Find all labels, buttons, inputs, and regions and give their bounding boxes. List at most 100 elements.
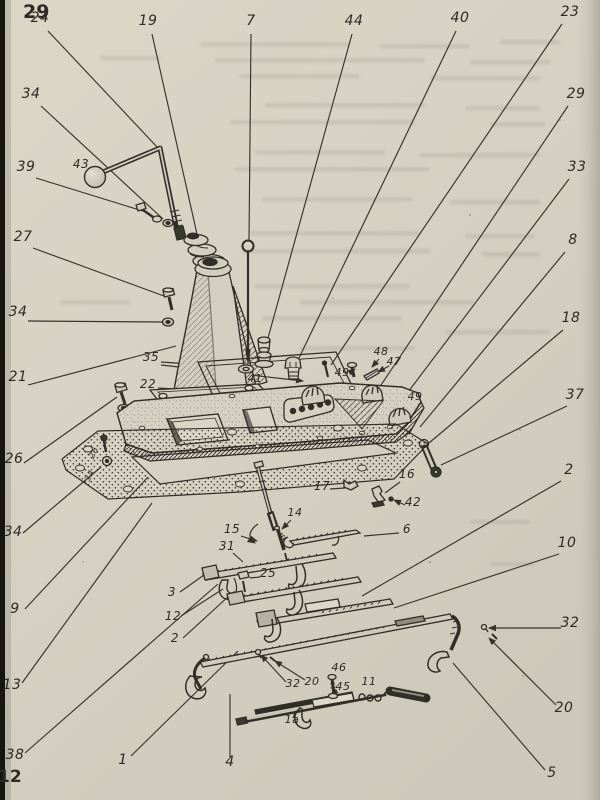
part-label-19: 19 [139,13,158,29]
part-label-12: 12 [165,609,181,623]
part-label-5: 5 [547,765,556,781]
part-label-27: 27 [14,229,33,245]
part-label-34: 34 [83,468,97,483]
part-label-41: 41 [248,372,263,385]
bolt-49-left [346,361,358,378]
detent-pin-23 [321,360,330,378]
part-label-17: 17 [314,479,330,493]
leader-line-40 [298,30,457,359]
part-label-21: 21 [9,369,28,385]
leader-line-14 [281,519,292,530]
leader-line-3 [179,574,205,593]
part-label-7: 7 [246,13,255,29]
part-label-43: 43 [73,157,89,171]
selector-rail-10 [255,598,395,643]
leader-line-13 [21,502,153,684]
leader-line-23 [330,23,563,366]
pin-20-right [491,633,498,640]
part-label-45: 45 [336,680,351,693]
part-label-22: 22 [140,377,156,391]
part-label-3: 3 [168,585,176,599]
gear-lever [83,145,187,241]
leader-line-17 [329,487,346,490]
page-left-edge [0,0,5,800]
leader-line-2 [361,480,562,597]
part-label-26: 26 [87,445,101,460]
selector-shaft [246,460,289,566]
tower-stud-and-nut [161,287,176,327]
leader-line-34 [27,320,163,323]
bleedthrough-text [60,40,560,566]
detent-block-25 [237,570,250,593]
curved-arrow [246,523,259,544]
part-label-34: 34 [9,304,28,320]
part-label-24: 24 [31,10,50,26]
leader-line-10 [393,553,560,609]
part-label-49: 49 [408,390,423,403]
leader-line-39 [35,177,147,213]
detent-bolt-32-left [254,648,262,659]
part-label-2: 2 [564,462,573,478]
leader-line-20 [274,660,306,681]
leader-line-20 [488,637,557,706]
part-label-37: 37 [566,387,585,403]
leader-line-24 [47,30,159,149]
leader-line-21 [27,345,177,386]
part-label-16: 16 [399,467,415,481]
leader-line-18 [428,329,564,444]
leader-line-34 [40,105,164,220]
part-label-1: 1 [118,752,127,768]
leader-line-6 [363,532,400,537]
part-label-44: 44 [345,13,364,29]
part-label-26: 26 [5,451,24,467]
part-label-47: 47 [387,355,402,368]
leader-line-12 [180,588,224,617]
part-label-34: 34 [22,86,41,102]
part-label-9: 9 [10,601,19,617]
part-label-39: 39 [17,159,36,175]
page-right-shadow [576,0,600,800]
leader-line-2 [182,594,231,639]
part-label-20: 20 [305,675,320,688]
leader-line-8 [419,251,566,428]
page-number-bottom: 12 [0,767,22,787]
lever-ball-knob [83,165,107,189]
oil-level-rod [241,239,255,363]
part-label-48: 48 [374,345,389,358]
leader-line-47 [377,365,390,373]
selector-rail-long [185,613,498,700]
lower-rod-assembly [235,673,431,730]
leader-line-27 [32,247,165,297]
pin-20-left [269,656,276,662]
part-label-23: 23 [561,4,580,20]
leader-line-1 [130,650,239,757]
part-label-32: 32 [561,615,580,631]
flat-washer-41 [237,364,255,374]
part-label-25: 25 [260,566,276,580]
selector-rail-3 [201,552,338,591]
leader-line-26 [23,396,118,464]
leader-line-5 [452,662,546,771]
part-label-35: 35 [143,350,159,364]
fitting-16 [371,485,387,508]
page-number-top: 29 [23,1,49,23]
right-fork-5 [427,614,461,673]
link-18-37 [418,438,442,478]
selector-rail-2 [226,576,363,616]
leader-line-19 [151,33,200,244]
bushing-cup [254,336,274,369]
leader-line-25 [249,576,261,579]
lever-pivot-bolt-washers [135,201,174,228]
part-label-33: 33 [568,159,587,175]
part-label-49: 49 [335,366,350,379]
leader-line-29 [378,105,569,389]
ribbed-gate-humps [301,384,412,427]
part-label-32: 32 [286,677,301,690]
leader-line-7 [248,33,252,241]
bolt-46-washer-45 [327,673,339,700]
part-label-4: 4 [225,754,234,770]
cover-gasket [61,423,429,500]
spring-wedge-47-48 [363,368,380,381]
